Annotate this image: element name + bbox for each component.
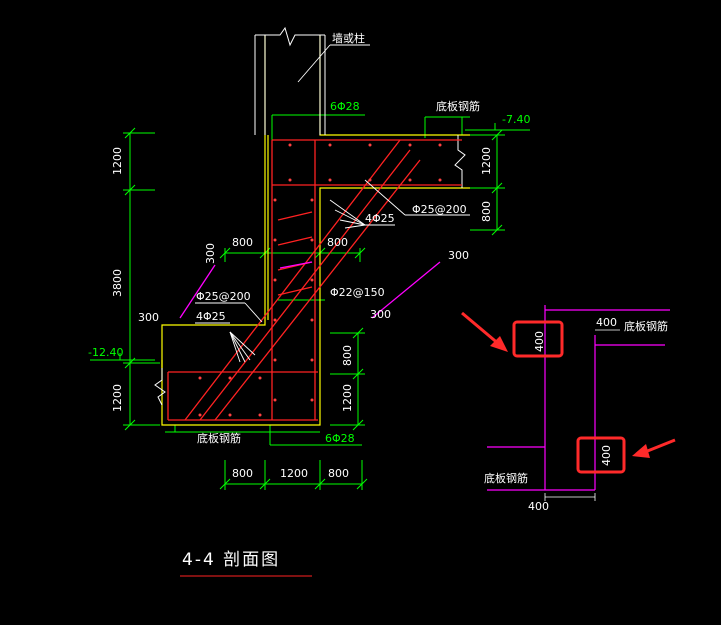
leader-lines	[195, 44, 470, 363]
dim-slope-left-bottom: 300	[138, 311, 159, 324]
dim-left-1200-bottom: 1200	[111, 384, 124, 412]
label-wall-column: 墙或柱	[332, 31, 365, 45]
label-bar-top: 6Φ28	[330, 100, 360, 113]
label-bottom-rebar-upper: 底板钢筋	[436, 99, 480, 113]
dim-left-1200-top: 1200	[111, 147, 124, 175]
highlight-box-lower	[576, 436, 626, 474]
label-elev-lower: -12.40	[88, 346, 123, 359]
detail-sketch	[487, 305, 670, 491]
break-lines	[154, 26, 466, 406]
detail-dim-top-400: 400	[596, 316, 617, 329]
dim-slope-right-bottom: 300	[370, 308, 391, 321]
detail-dim-box-lower: 400	[600, 445, 613, 466]
concrete-outline	[161, 35, 470, 426]
arrow-icon	[461, 311, 508, 352]
detail-dim-box-upper: 400	[533, 331, 546, 352]
rebar-dots	[198, 143, 442, 417]
detail-text: 底板钢筋 底板钢筋 400 400 400 400	[484, 316, 668, 513]
dim-right-1200: 1200	[480, 147, 493, 175]
dim-slope-left-top: 300	[204, 243, 217, 264]
detail-label-lower: 底板钢筋	[484, 471, 528, 485]
detail-label-upper: 底板钢筋	[624, 319, 668, 333]
magenta-marks	[179, 261, 441, 319]
dim-w-1200-bottom: 1200	[280, 467, 308, 480]
label-bars-left: 4Φ25	[196, 310, 226, 323]
highlight-box-upper	[512, 320, 564, 358]
dim-slope-right-top: 300	[448, 249, 469, 262]
label-dist-right: Φ25@200	[412, 203, 467, 216]
wall-column-lines	[254, 35, 326, 135]
detail-dims	[544, 329, 620, 501]
label-elev-upper: -7.40	[502, 113, 530, 126]
label-bars-right: 4Φ25	[365, 212, 395, 225]
dim-right-800-top: 800	[480, 201, 493, 222]
label-stirrup: Φ22@150	[330, 286, 385, 299]
section-title: 4-4 剖面图	[182, 550, 280, 570]
dim-left-3800: 3800	[111, 269, 124, 297]
arrow-icon	[632, 438, 676, 458]
dim-w-800-right-top: 800	[327, 236, 348, 249]
dimension-lines	[90, 114, 530, 490]
highlight-markers	[461, 311, 676, 474]
dimension-text: 1200 3800 1200 1200 800 800 1200 800 800…	[111, 147, 493, 480]
dim-inner-800-top: 800	[341, 345, 354, 366]
rebar-lines	[167, 139, 462, 421]
dim-w-800-right-bottom: 800	[328, 467, 349, 480]
label-bar-bottom: 6Φ28	[325, 432, 355, 445]
dim-inner-1200-bottom: 1200	[341, 384, 354, 412]
dim-w-800-left-top: 800	[232, 236, 253, 249]
detail-dim-bottom-400: 400	[528, 500, 549, 513]
dim-w-800-left-bottom: 800	[232, 467, 253, 480]
label-dist-left: Φ25@200	[196, 290, 251, 303]
annotation-text: 墙或柱 6Φ28 底板钢筋 -7.40 Φ25@200 4Φ25 Φ22@150…	[88, 31, 530, 445]
label-bottom-rebar-lower: 底板钢筋	[197, 431, 241, 445]
